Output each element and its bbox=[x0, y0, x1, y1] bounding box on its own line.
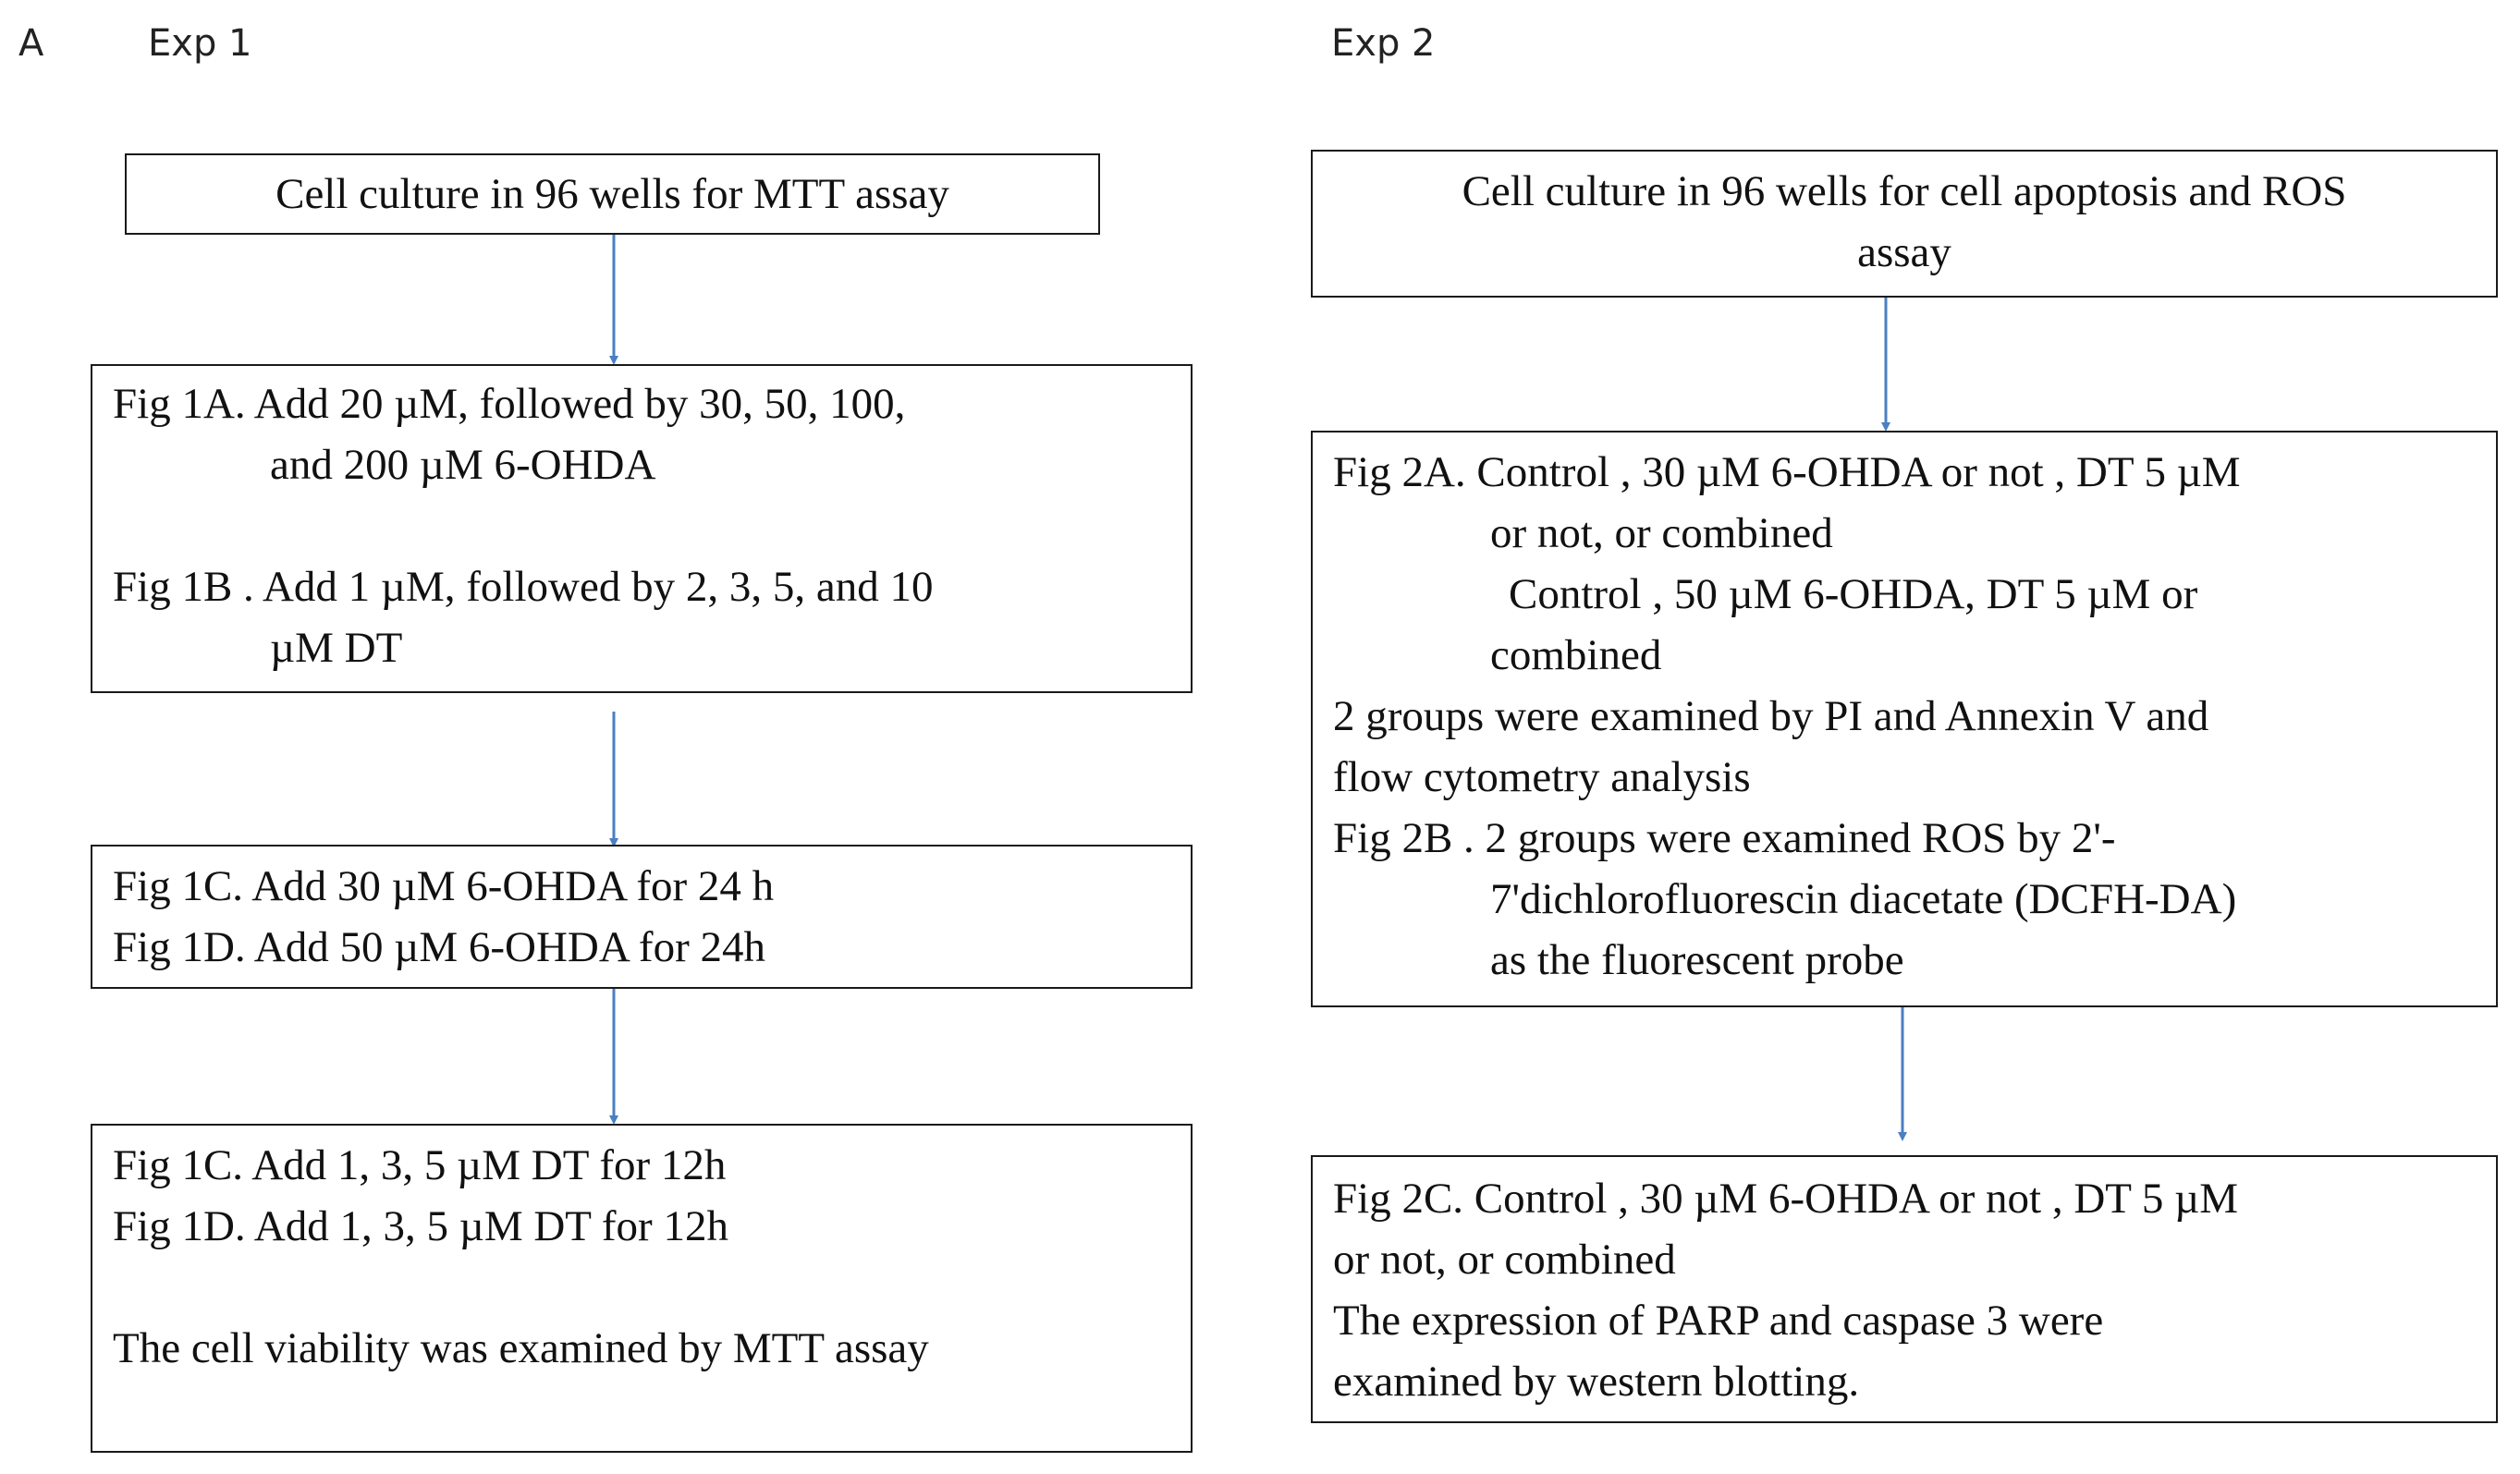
panel-label: A bbox=[18, 22, 44, 65]
fig2b-line1: Fig 2B . 2 groups were examined ROS by 2… bbox=[1333, 814, 2116, 862]
fig2c-line3: The expression of PARP and caspase 3 wer… bbox=[1333, 1297, 2104, 1345]
exp1-step-dt-mtt: Fig 1C. Add 1, 3, 5 µM DT for 12h Fig 1D… bbox=[91, 1124, 1193, 1453]
fig1c-6ohda-line: Fig 1C. Add 30 µM 6-OHDA for 24 h bbox=[113, 862, 775, 910]
fig2b-line3: as the fluorescent probe bbox=[1490, 936, 1904, 984]
exp2-culture-line1: Cell culture in 96 wells for cell apopto… bbox=[1462, 167, 2347, 215]
fig2a-line2: or not, or combined bbox=[1490, 509, 1833, 557]
exp1-step-dose-range: Fig 1A. Add 20 µM, followed by 30, 50, 1… bbox=[91, 364, 1193, 693]
fig1a-line2: and 200 µM 6-OHDA bbox=[270, 441, 656, 489]
mtt-note: The cell viability was examined by MTT a… bbox=[113, 1324, 929, 1372]
fig1c-dt-line: Fig 1C. Add 1, 3, 5 µM DT for 12h bbox=[113, 1141, 727, 1189]
fig2b-line2: 7'dichlorofluorescin diacetate (DCFH-DA) bbox=[1490, 875, 2237, 923]
fig2c-line4: examined by western blotting. bbox=[1333, 1358, 1860, 1406]
fig1b-line2: µM DT bbox=[270, 624, 403, 672]
fig1a-line1: Fig 1A. Add 20 µM, followed by 30, 50, 1… bbox=[113, 380, 906, 428]
fig1b-line1: Fig 1B . Add 1 µM, followed by 2, 3, 5, … bbox=[113, 563, 934, 611]
exp2-culture-line2: assay bbox=[1857, 228, 1951, 276]
exp2-title: Exp 2 bbox=[1331, 22, 1436, 65]
exp1-step-culture-text: Cell culture in 96 wells for MTT assay bbox=[275, 170, 949, 218]
exp2-step-apoptosis-ros: Fig 2A. Control , 30 µM 6-OHDA or not , … bbox=[1311, 431, 2498, 1007]
fig1d-dt-line: Fig 1D. Add 1, 3, 5 µM DT for 12h bbox=[113, 1202, 728, 1250]
exp2-step-culture: Cell culture in 96 wells for cell apopto… bbox=[1311, 150, 2498, 298]
fig2c-line1: Fig 2C. Control , 30 µM 6-OHDA or not , … bbox=[1333, 1175, 2238, 1223]
fig2a-line6: flow cytometry analysis bbox=[1333, 753, 1751, 801]
fig2a-line1: Fig 2A. Control , 30 µM 6-OHDA or not , … bbox=[1333, 448, 2241, 496]
fig2a-line5: 2 groups were examined by PI and Annexin… bbox=[1333, 692, 2209, 740]
exp2-step-western: Fig 2C. Control , 30 µM 6-OHDA or not , … bbox=[1311, 1155, 2498, 1423]
exp1-step-culture: Cell culture in 96 wells for MTT assay bbox=[125, 153, 1100, 235]
exp1-step-6ohda: Fig 1C. Add 30 µM 6-OHDA for 24 h Fig 1D… bbox=[91, 845, 1193, 989]
fig2a-line4: combined bbox=[1490, 631, 1662, 679]
fig2c-line2: or not, or combined bbox=[1333, 1236, 1676, 1284]
fig2a-line3: Control , 50 µM 6-OHDA, DT 5 µM or bbox=[1509, 570, 2198, 618]
fig1d-6ohda-line: Fig 1D. Add 50 µM 6-OHDA for 24h bbox=[113, 923, 765, 971]
exp1-title: Exp 1 bbox=[148, 22, 252, 65]
